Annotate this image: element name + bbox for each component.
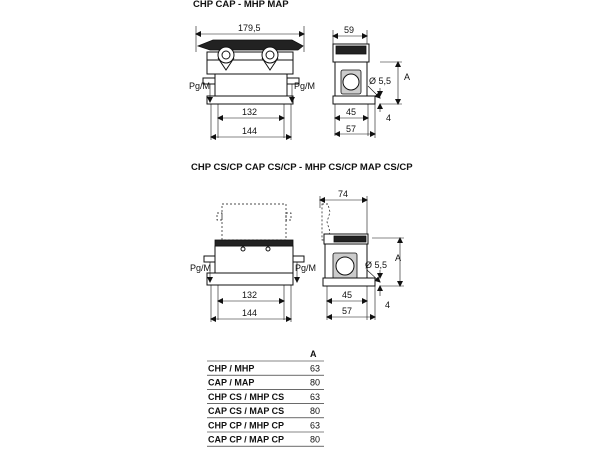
label-hole-top: Ø 5,5 (369, 76, 391, 86)
table-row-value: 63 (310, 392, 320, 402)
label-pg-right-mid: Pg/M (295, 263, 316, 273)
label-hole-mid: Ø 5,5 (365, 260, 387, 270)
table-row-value: 80 (310, 406, 320, 416)
dim-outer-top: 144 (242, 126, 257, 136)
dim-inner-top: 132 (242, 107, 257, 117)
top-front-view: 179,5 Pg/M Pg/M 132 144 (189, 23, 315, 140)
table-row-name: CAP CP / MAP CP (208, 435, 284, 445)
table-row-name: CHP / MHP (208, 364, 254, 374)
label-pg-left-mid: Pg/M (190, 263, 211, 273)
dim-side-width-top: 59 (344, 25, 354, 35)
table-row-name: CAP CS / MAP CS (208, 406, 284, 416)
table-header-a: A (310, 349, 317, 359)
dim-small-top: 4 (386, 113, 391, 123)
dim-height-a-top: A (404, 72, 410, 82)
dim-width-overall: 179,5 (238, 23, 261, 33)
label-pg-right-top: Pg/M (294, 81, 315, 91)
table-row-value: 63 (310, 364, 320, 374)
dim-base-mid: 45 (342, 290, 352, 300)
middle-side-view: 74 Ø 5,5 A 4 45 57 (319, 189, 404, 320)
dim-base-top: 45 (346, 107, 356, 117)
table-row-name: CHP CP / MHP CP (208, 420, 284, 430)
dim-total-mid: 57 (342, 306, 352, 316)
dim-outer-mid: 144 (242, 308, 257, 318)
title-middle: CHP CS/CP CAP CS/CP - MHP CS/CP MAP CS/C… (191, 162, 413, 173)
label-pg-left-top: Pg/M (189, 81, 210, 91)
table-row-name: CAP / MAP (208, 378, 254, 388)
dim-small-mid: 4 (385, 300, 390, 310)
table-row-value: 80 (310, 435, 320, 445)
title-top: CHP CAP - MHP MAP (193, 0, 289, 10)
table-row-name: CHP CS / MHP CS (208, 392, 284, 402)
dim-total-top: 57 (346, 124, 356, 134)
top-side-view: 59 Ø 5,5 A 4 45 57 (332, 25, 410, 138)
table-row-value: 80 (310, 378, 320, 388)
middle-front-view: Pg/M Pg/M 132 144 (190, 203, 316, 322)
dim-side-width-mid: 74 (338, 189, 348, 199)
table-row-value: 63 (310, 420, 320, 430)
dim-inner-mid: 132 (242, 290, 257, 300)
dim-height-a-mid: A (395, 253, 401, 263)
